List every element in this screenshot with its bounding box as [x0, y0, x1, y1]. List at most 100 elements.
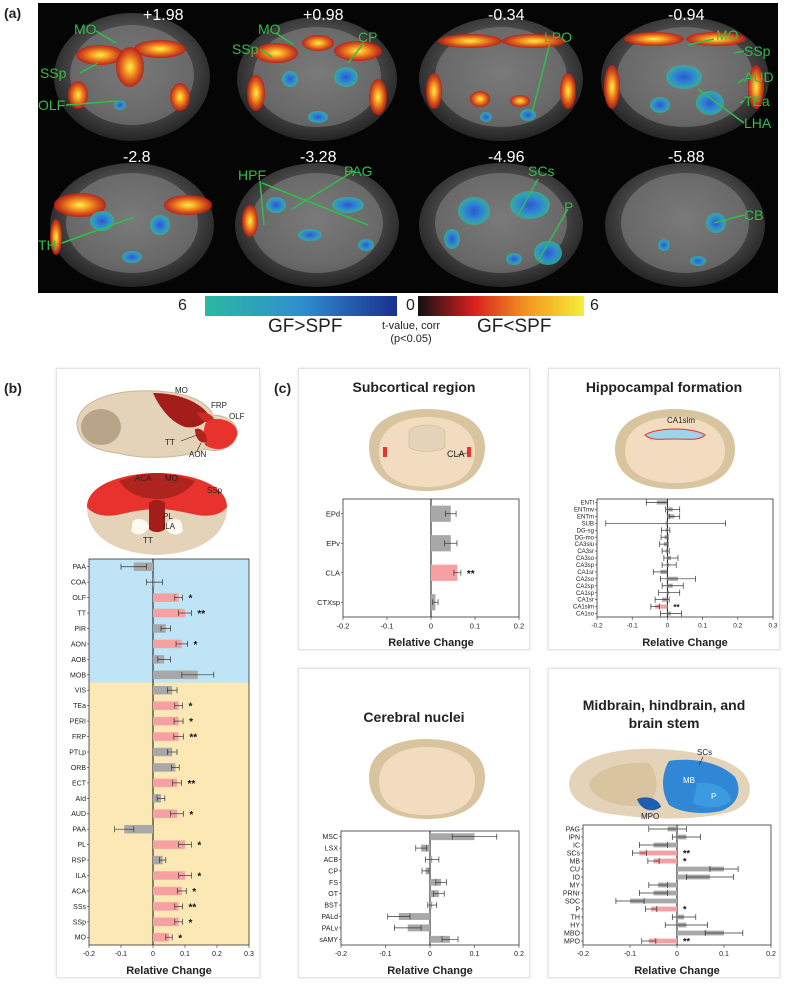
mri-slice-tile: [40, 149, 224, 291]
region-label: SCs: [528, 163, 555, 179]
midbrain-title-line2: brain stem: [628, 715, 700, 731]
category-label: MY: [570, 882, 581, 889]
x-tick-label: 0.1: [719, 951, 729, 958]
colorbar-caption: t-value, corr: [381, 320, 441, 332]
significance-marker: *: [188, 702, 192, 713]
category-label: CA1sr: [577, 570, 594, 576]
category-label: PIR: [74, 626, 86, 633]
colorbar-left-max: 6: [178, 297, 187, 314]
midbrain-brain-diagram: SCs MB P MPO: [569, 748, 750, 821]
bar: [153, 871, 185, 880]
bar: [153, 933, 169, 942]
midbrain-label: MPO: [641, 812, 659, 821]
midbrain-bar-chart: PAGIPNICSCs**MB*CUIOMYPRNrSOCP*THHYMBOMP…: [563, 824, 776, 977]
category-label: IPN: [568, 834, 580, 841]
significance-marker: **: [187, 779, 195, 790]
sagittal-brain-diagram: MO FRP OLF TT AON: [76, 386, 245, 459]
category-label: MSC: [322, 834, 338, 841]
bar: [677, 866, 724, 872]
category-label: AUD: [71, 811, 86, 818]
category-label: ECT: [72, 780, 87, 787]
x-axis-label: Relative Change: [387, 965, 473, 977]
x-tick-label: 0.1: [698, 623, 707, 630]
category-label: TT: [77, 610, 86, 617]
category-label: MB: [570, 858, 581, 865]
category-label: CA3sp: [576, 563, 595, 569]
x-axis-label: Relative Change: [634, 965, 720, 977]
bar: [651, 906, 677, 912]
significance-marker: **: [188, 902, 196, 913]
x-tick-label: -0.1: [379, 951, 391, 958]
category-label: EPv: [326, 539, 340, 548]
midbrain-title-line1: Midbrain, hindbrain, and: [582, 697, 746, 713]
significance-marker: *: [197, 872, 201, 883]
bar: [153, 639, 182, 649]
bar: [648, 938, 677, 944]
region-label: TEa: [744, 93, 770, 109]
category-label: MOB: [70, 672, 86, 679]
midbrain-card: Midbrain, hindbrain, and brain stem SCs …: [548, 668, 780, 978]
colorbar-center: 0: [406, 297, 415, 314]
bar: [653, 858, 677, 864]
category-label: SOC: [565, 898, 580, 905]
x-tick-label: 0.1: [470, 622, 480, 631]
bar: [153, 716, 179, 726]
category-label: AId: [75, 796, 86, 803]
panel-label-a: (a): [4, 5, 22, 21]
category-label: P: [575, 906, 580, 913]
region-label: MO: [716, 27, 739, 43]
category-label: ACA: [72, 888, 87, 895]
slice-coordinate: -0.34: [488, 7, 525, 24]
category-label: COA: [71, 580, 87, 587]
mri-slice-tile: [410, 5, 592, 145]
significance-marker: *: [188, 594, 192, 605]
mri-slice-image: [419, 17, 583, 141]
category-label: ENTl: [581, 501, 594, 507]
x-tick-label: -0.1: [381, 622, 394, 631]
bar: [153, 701, 179, 710]
sagittal-label: TT: [165, 438, 175, 447]
x-tick-label: -0.2: [337, 622, 350, 631]
category-label: CLA: [325, 568, 340, 577]
significance-marker: **: [673, 603, 680, 612]
bar: [630, 898, 677, 904]
mri-slice-image: [419, 163, 583, 287]
region-label: HPF: [238, 167, 266, 183]
coronal-label: ILA: [163, 522, 176, 531]
category-label: IO: [573, 874, 581, 881]
x-tick-label: -0.2: [591, 623, 603, 630]
category-label: CA1so: [576, 612, 595, 618]
sagittal-label: MO: [175, 386, 188, 395]
category-label: PALd: [321, 914, 338, 921]
bar: [153, 608, 185, 618]
significance-marker: *: [194, 640, 198, 651]
x-tick-label: -0.1: [115, 951, 127, 958]
region-label: CP: [358, 29, 378, 45]
category-label: PERI: [70, 719, 86, 726]
region-band: [89, 559, 249, 683]
bar: [398, 913, 430, 920]
category-label: ENTmv: [574, 508, 594, 514]
panel-b-card: MO FRP OLF TT AON ACA MO SSp PL ILA TT P…: [56, 368, 260, 978]
panel-b-bar-chart: PAACOAOLF*TT**PIRAON*AOBMOBVISTEa*PERI*F…: [69, 558, 254, 977]
midbrain-label: MB: [683, 776, 695, 785]
slice-coordinate: +1.98: [143, 7, 184, 24]
significance-marker: **: [467, 569, 475, 580]
x-tick-label: 0.2: [766, 951, 776, 958]
category-label: TH: [571, 914, 580, 921]
bar: [677, 930, 724, 936]
category-label: CA3so: [576, 556, 595, 562]
category-label: ACB: [324, 857, 339, 864]
region-label: LPO: [544, 29, 573, 45]
category-label: AON: [71, 641, 86, 648]
bar: [430, 935, 451, 943]
x-tick-label: 0.2: [212, 951, 222, 958]
category-label: PRNr: [563, 890, 581, 897]
category-label: OLF: [72, 595, 86, 602]
region-label: P: [564, 199, 574, 215]
region-label: PAG: [344, 163, 373, 179]
chart-frame: [596, 498, 774, 618]
x-axis-label: Relative Change: [388, 637, 474, 649]
category-label: CP: [328, 868, 338, 875]
category-label: CA2so: [576, 577, 595, 583]
